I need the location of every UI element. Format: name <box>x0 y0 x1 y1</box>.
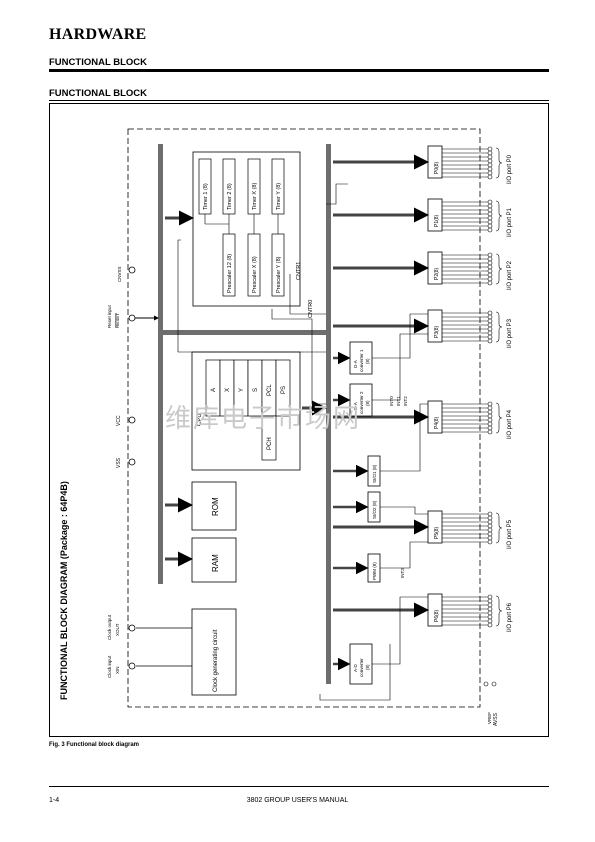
port-p5-box-label: P5(8) <box>434 526 440 539</box>
port-pin-circles <box>487 146 493 628</box>
horizontal-bus <box>158 330 331 335</box>
avss-label: AVSS <box>493 712 499 726</box>
reset-input-label: Reset input <box>107 304 112 328</box>
port-boxes <box>427 145 443 627</box>
port-p6-box-label: P6(8) <box>434 609 440 622</box>
page-header-subtitle: FUNCTIONAL BLOCK <box>49 57 147 68</box>
port-p1-box-label: P1(8) <box>434 214 440 227</box>
cnvss-pin-label: CNVSS <box>117 266 122 282</box>
int2-label: INT2 <box>403 396 408 406</box>
clock-input-label: Clock input <box>107 655 112 678</box>
timer-prescaler-links <box>204 214 279 234</box>
data-bus-right <box>326 144 331 684</box>
ram-label: RAM <box>211 554 220 572</box>
da2-line3: (8) <box>365 400 370 406</box>
da1-line1: D-A <box>353 360 358 368</box>
xin-pin-label: XIN <box>115 666 120 674</box>
da1-line3: (8) <box>365 358 370 364</box>
sio1-label: SI/O1 (8) <box>372 464 377 483</box>
peripheral-boxes <box>349 341 381 685</box>
reg-pch-label: PCH <box>267 437 273 450</box>
reg-pcl-label: PCL <box>267 384 273 396</box>
prescaler-y-label: Prescaler Y (8) <box>276 256 282 293</box>
int1-label: INT1 <box>396 396 401 406</box>
cntr1-label: CNTR1 <box>296 262 302 280</box>
cpu-label: CPU <box>197 413 203 426</box>
interconnect-lines <box>319 183 428 701</box>
io-port-p6-label: I/O port P6 <box>507 602 513 632</box>
clock-circuit-block <box>191 608 237 696</box>
reg-x-label: X <box>225 388 231 392</box>
figure-caption: Fig. 3 Functional block diagram <box>49 742 140 748</box>
port-p0-box-label: P0(8) <box>434 161 440 174</box>
peripheral-bus-arrows <box>333 351 369 671</box>
port-p2-box-label: P2(8) <box>434 267 440 280</box>
cpu-block <box>191 351 301 471</box>
vss-pin-label: VSS <box>116 457 122 468</box>
port-p3-box-label: P3(8) <box>434 325 440 338</box>
ad-line2: converter <box>359 658 364 677</box>
io-port-p1-label: I/O port P1 <box>507 207 513 237</box>
analog-pin-circles <box>483 681 497 687</box>
io-port-p4-label: I/O port P4 <box>507 409 513 439</box>
vcc-pin-label: VCC <box>116 415 122 426</box>
int3-label: INT3 <box>400 568 405 578</box>
figure-frame: FUNCTIONAL BLOCK DIAGRAM (Package : 64P4… <box>49 103 549 737</box>
page-number: 1-4 <box>49 797 60 804</box>
reg-s-label: S <box>253 388 259 392</box>
da2-line1: D-A <box>353 402 358 410</box>
port-bus-arrows <box>333 154 429 618</box>
timer-y-label: Timer Y (8) <box>276 183 282 210</box>
section-rule <box>49 100 549 101</box>
reg-a-label: A <box>211 388 217 392</box>
page-header-title: HARDWARE <box>49 26 147 43</box>
ad-line3: (8) <box>365 664 370 670</box>
timer-x-label: Timer X (8) <box>252 183 258 210</box>
ad-line1: A-D <box>353 664 358 673</box>
vref-label: VREF <box>487 712 492 724</box>
io-port-p2-label: I/O port P2 <box>507 260 513 290</box>
pwm-label: PWM (8) <box>372 562 377 580</box>
register-boxes <box>205 359 291 461</box>
reg-y-label: Y <box>239 388 245 392</box>
clock-output-label: Clock output <box>107 614 112 640</box>
timer-1-label: Timer 1 (8) <box>203 183 209 210</box>
prescaler-12-label: Prescaler 12 (8) <box>227 254 233 293</box>
io-port-p5-label: I/O port P5 <box>507 519 513 549</box>
functional-block-diagram: FUNCTIONAL BLOCK DIAGRAM (Package : 64P4… <box>59 128 513 726</box>
reg-ps-label: PS <box>281 386 287 394</box>
xout-pin-label: XOUT <box>115 623 120 636</box>
left-pin-circles <box>128 266 136 670</box>
header-rule <box>49 69 549 72</box>
rom-label: ROM <box>211 497 220 516</box>
address-bus-left <box>158 144 163 584</box>
cntr0-label: CNTR0 <box>308 300 314 318</box>
timer-2-label: Timer 2 (8) <box>227 183 233 210</box>
prescaler-x-label: Prescaler X (8) <box>252 256 258 293</box>
port-p4-box-label: P4(8) <box>434 416 440 429</box>
watermark: 维库电子市场网 <box>165 403 362 433</box>
clock-lines <box>136 627 192 667</box>
int0-label: INT0 <box>389 396 394 406</box>
footer-rule <box>49 786 549 787</box>
timer-block <box>192 151 301 307</box>
section-title: FUNCTIONAL BLOCK <box>49 88 147 99</box>
clock-circuit-label: Clock generating circuit <box>213 629 219 692</box>
io-port-p3-label: I/O port P3 <box>507 318 513 348</box>
port-pin-lines <box>442 148 488 626</box>
chip-boundary <box>127 128 481 708</box>
timer-boxes <box>198 158 285 215</box>
reset-pin-label: RESET <box>115 313 120 328</box>
diagram-title: FUNCTIONAL BLOCK DIAGRAM (Package : 64P4… <box>59 481 69 700</box>
manual-title: 3802 GROUP USER'S MANUAL <box>246 797 349 804</box>
io-port-p0-label: I/O port P0 <box>507 154 513 184</box>
da2-line2: converter 2 <box>359 391 364 414</box>
port-braces <box>495 147 503 627</box>
sio2-label: SI/O2 (8) <box>372 500 377 519</box>
da1-line2: converter 1 <box>359 349 364 372</box>
